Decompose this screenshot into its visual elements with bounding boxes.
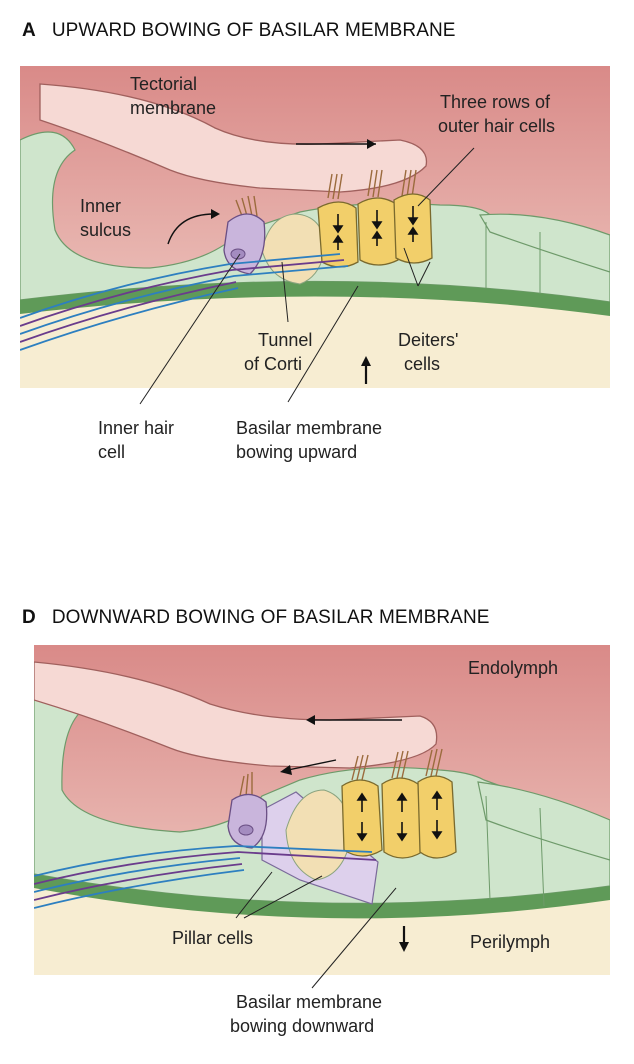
label-basilar-up-2: bowing upward	[236, 442, 357, 462]
leader-lines	[235, 871, 397, 989]
label-three-rows-2: outer hair cells	[438, 116, 555, 136]
tectorial-membrane	[39, 83, 428, 193]
label-deiters-1: Deiters'	[398, 330, 458, 350]
label-inner-hair-1: Inner hair	[98, 418, 174, 438]
label-perilymph: Perilymph	[470, 932, 550, 952]
label-tectorial-2: membrane	[130, 98, 216, 118]
label-three-rows-1: Three rows of	[440, 92, 551, 112]
panel-a-diagram: Tectorial membrane Three rows of outer h…	[20, 66, 610, 462]
label-endolymph: Endolymph	[468, 658, 558, 678]
label-deiters-2: cells	[404, 354, 440, 374]
hair-cell-arrows	[356, 790, 443, 842]
label-inner-sulcus-2: sulcus	[80, 220, 131, 240]
tectorial-motion-arrow	[306, 715, 402, 725]
label-pillar-cells: Pillar cells	[172, 928, 253, 948]
panel-d-title-text: DOWNWARD BOWING OF BASILAR MEMBRANE	[51, 607, 490, 628]
stereocilia	[239, 748, 443, 797]
upward-arrow	[361, 356, 371, 384]
panel-a-title-text: UPWARD BOWING OF BASILAR MEMBRANE	[51, 20, 456, 41]
tectorial-motion-arrow	[296, 139, 376, 149]
cochlear-nerve-fibers	[20, 253, 349, 351]
panel-d-diagram: Endolymph Perilymph Pillar cells Basilar…	[34, 645, 610, 1036]
hensen-cells	[477, 781, 610, 861]
label-tectorial-1: Tectorial	[130, 74, 197, 94]
hensen-cells	[478, 213, 610, 273]
tectorial-membrane	[34, 661, 438, 769]
inner-hair-cell	[227, 793, 268, 849]
outer-hair-cells	[341, 775, 457, 859]
label-basilar-down-2: bowing downward	[230, 1016, 374, 1036]
stereocilia	[235, 169, 417, 217]
panel-a-title: A UPWARD BOWING OF BASILAR MEMBRANE	[22, 20, 456, 42]
hair-cell-arrows	[332, 206, 419, 250]
basilar-membrane	[34, 874, 610, 919]
downward-arrow	[399, 926, 409, 952]
label-tunnel-2: of Corti	[244, 354, 302, 374]
sulcus-arrow	[167, 209, 220, 245]
panel-d-letter: D	[22, 607, 36, 628]
panel-a-letter: A	[22, 20, 36, 41]
label-tunnel-1: Tunnel	[258, 330, 312, 350]
label-basilar-down-1: Basilar membrane	[236, 992, 382, 1012]
label-basilar-up-1: Basilar membrane	[236, 418, 382, 438]
label-inner-sulcus-1: Inner	[80, 196, 121, 216]
cilia-motion-arrow	[280, 759, 337, 775]
leader-lines	[139, 147, 475, 405]
cochlear-nerve-fibers	[34, 845, 377, 909]
label-inner-hair-2: cell	[98, 442, 125, 462]
panel-d-title: D DOWNWARD BOWING OF BASILAR MEMBRANE	[22, 607, 490, 629]
